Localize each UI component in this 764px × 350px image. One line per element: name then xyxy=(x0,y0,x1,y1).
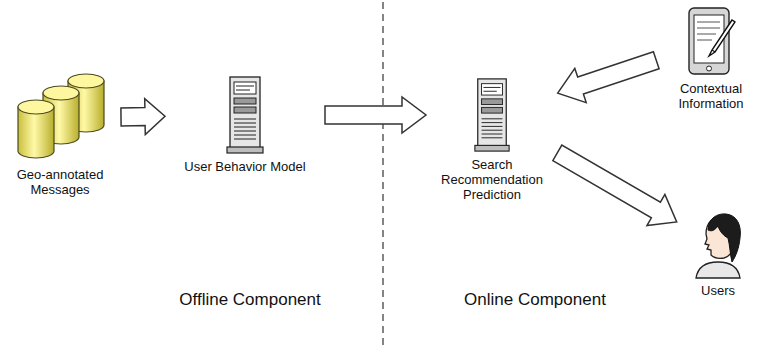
icon-part xyxy=(234,131,256,132)
icon-part xyxy=(236,86,254,87)
icon-part xyxy=(234,139,256,140)
icon-part xyxy=(482,122,503,123)
icon-part xyxy=(712,50,715,52)
block-arrow xyxy=(553,145,677,226)
icon-part xyxy=(483,87,500,88)
icon-part xyxy=(482,126,503,127)
icon-part xyxy=(697,28,720,29)
icon-part xyxy=(234,119,256,120)
divider-line xyxy=(382,2,383,348)
icon-part xyxy=(482,134,503,135)
icon-part xyxy=(478,79,507,147)
icon-part xyxy=(475,145,509,151)
icon-part xyxy=(227,147,263,153)
icon-part xyxy=(234,123,256,124)
icon-part xyxy=(697,22,720,23)
icon-part xyxy=(482,137,503,138)
icon-part xyxy=(697,40,712,41)
node-icon xyxy=(10,72,110,164)
icon-part xyxy=(482,107,503,113)
icon-part xyxy=(482,99,503,105)
icon-part xyxy=(482,118,503,119)
icon-part xyxy=(482,130,503,131)
node-caption: Users xyxy=(681,283,755,298)
section-label: Offline Component xyxy=(179,290,320,310)
node-icon xyxy=(690,212,746,280)
node-caption: Search Recommendation Prediction xyxy=(431,157,553,202)
icon-part xyxy=(234,107,256,113)
icon-node: User Behavior Model xyxy=(170,74,320,174)
icon-part xyxy=(68,74,104,88)
icon-part xyxy=(697,34,716,35)
icon-part xyxy=(43,86,79,100)
icon-part xyxy=(482,84,503,95)
section-label: Online Component xyxy=(464,290,606,310)
icon-part xyxy=(234,135,256,136)
node-icon xyxy=(473,76,511,154)
icon-part xyxy=(709,20,735,56)
icon-part xyxy=(696,262,740,278)
node-icon xyxy=(225,74,265,156)
node-caption: Geo-annotated Messages xyxy=(4,167,116,197)
icon-part xyxy=(707,66,712,71)
icon-node: Contextual Information xyxy=(661,6,761,111)
node-caption: Contextual Information xyxy=(661,81,761,111)
icon-part xyxy=(708,214,740,262)
icon-part xyxy=(230,77,260,149)
icon-node: Geo-annotated Messages xyxy=(4,72,116,197)
block-arrow xyxy=(325,97,426,133)
icon-part xyxy=(234,127,256,128)
node-icon xyxy=(686,6,736,78)
icon-part xyxy=(483,91,496,92)
icon-part xyxy=(18,107,54,158)
icon-part xyxy=(234,82,256,94)
block-arrow xyxy=(558,52,659,103)
icon-part xyxy=(236,90,250,91)
icon-part xyxy=(234,98,256,104)
icon-part xyxy=(18,100,54,114)
icon-node: Users xyxy=(681,212,755,298)
node-caption: User Behavior Model xyxy=(170,159,320,174)
block-arrow xyxy=(121,99,165,135)
icon-node: Search Recommendation Prediction xyxy=(431,76,553,202)
